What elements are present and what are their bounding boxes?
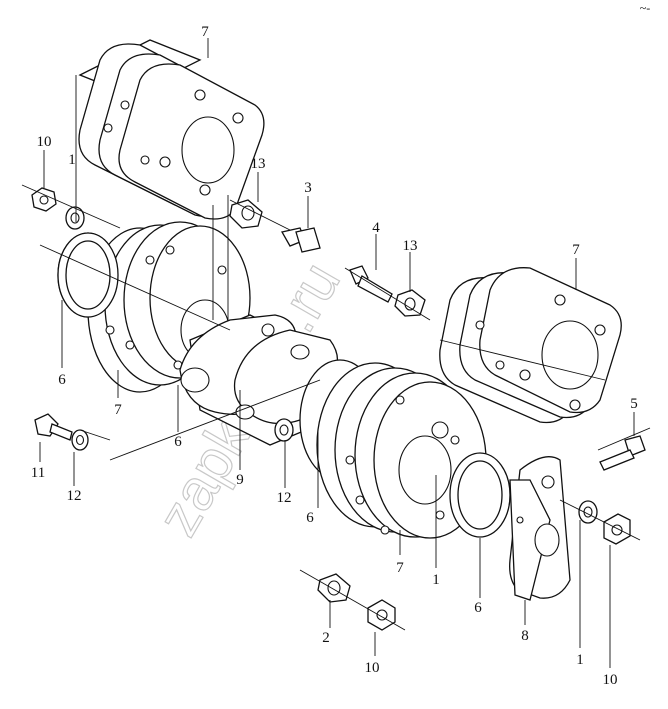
callout-1-bottom: 1 bbox=[432, 572, 440, 588]
center-pipe-assembly bbox=[179, 314, 339, 446]
callout-2: 2 bbox=[322, 630, 330, 646]
callout-1-top-left: 1 bbox=[68, 152, 76, 168]
callout-1-right: 1 bbox=[576, 652, 584, 668]
bolt-5 bbox=[599, 435, 646, 471]
callout-10-right: 10 bbox=[603, 672, 618, 688]
washer-1-right bbox=[578, 500, 598, 524]
callout-10-top-left: 10 bbox=[37, 134, 52, 150]
callout-12-mid: 12 bbox=[277, 490, 292, 506]
callout-6-center: 6 bbox=[306, 510, 314, 526]
callout-6-right: 6 bbox=[474, 600, 482, 616]
bracket bbox=[509, 456, 571, 601]
callout-13-top: 13 bbox=[251, 156, 266, 172]
bolt-11 bbox=[34, 413, 73, 441]
gasket-stack-right bbox=[439, 267, 622, 424]
washer-upper-left bbox=[65, 206, 85, 230]
nut-upper-left bbox=[31, 187, 57, 212]
callout-3: 3 bbox=[304, 180, 312, 196]
leader-lines bbox=[21, 38, 651, 668]
washer-13-upper bbox=[229, 199, 263, 229]
corner-mark: ~- bbox=[640, 1, 651, 15]
nut-10-bottom bbox=[367, 599, 396, 631]
ring-left bbox=[57, 232, 119, 318]
callout-labels: 7 10 1 13 3 4 13 7 6 7 5 6 11 9 12 12 6 … bbox=[31, 24, 638, 688]
callout-9: 9 bbox=[236, 472, 244, 488]
callout-6-left: 6 bbox=[58, 372, 66, 388]
washer-12-left bbox=[71, 429, 89, 451]
callout-8: 8 bbox=[521, 628, 529, 644]
callout-5: 5 bbox=[630, 396, 638, 412]
callout-10-bottom: 10 bbox=[365, 660, 380, 676]
callout-4: 4 bbox=[372, 220, 380, 236]
callout-11: 11 bbox=[31, 465, 45, 481]
callout-7-top: 7 bbox=[201, 24, 209, 40]
bolt-3 bbox=[280, 227, 321, 253]
callout-7-bottom: 7 bbox=[396, 560, 404, 576]
callout-6-center-left: 6 bbox=[174, 434, 182, 450]
callout-7-right: 7 bbox=[572, 242, 580, 258]
callout-12-left: 12 bbox=[67, 488, 82, 504]
gasket-stack-upper bbox=[78, 39, 265, 220]
ring-right bbox=[449, 452, 511, 538]
washer-12-mid bbox=[274, 418, 294, 442]
washer-13-mid bbox=[394, 289, 426, 317]
flange-stack-right bbox=[299, 359, 487, 539]
callout-7-left: 7 bbox=[114, 402, 122, 418]
callout-13-mid: 13 bbox=[403, 238, 418, 254]
washer-2-bottom bbox=[317, 573, 351, 603]
